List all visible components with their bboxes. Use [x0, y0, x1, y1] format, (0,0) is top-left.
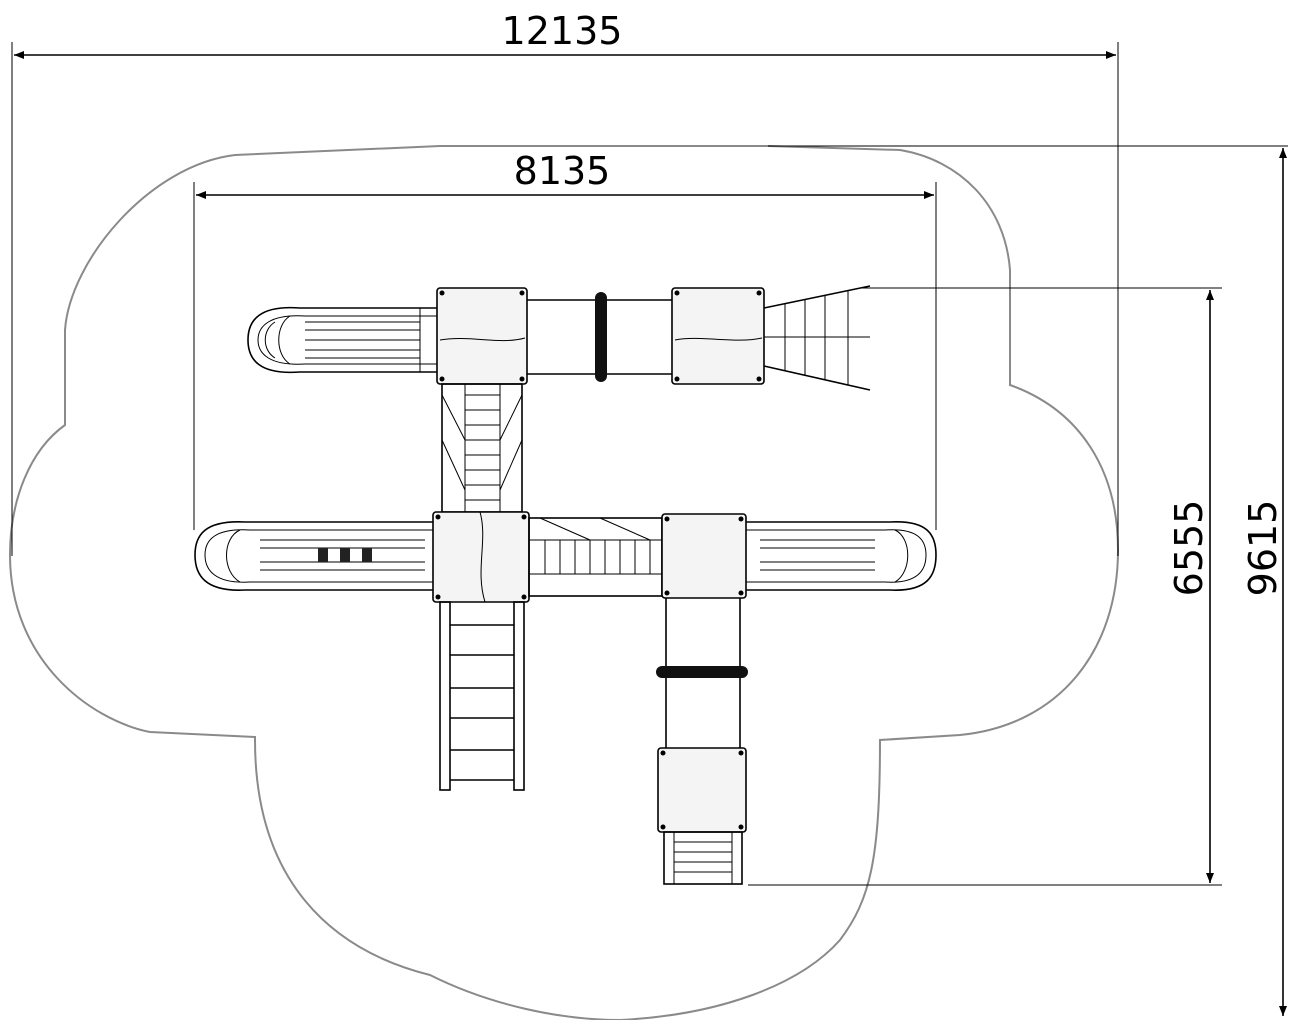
deck-middle-left [432, 511, 530, 603]
deck-lower [657, 747, 747, 833]
upper-vertical-climber [441, 383, 523, 513]
safety-zone-outline [8, 145, 1120, 1020]
middle-horizontal-climber [528, 517, 663, 597]
structure-width-label: 8135 [514, 149, 611, 193]
deck-upper-left [436, 287, 528, 385]
dimension-overall-depth: 9615 [768, 145, 1288, 1016]
lower-left-ladder [439, 601, 525, 791]
middle-right-slide [746, 521, 937, 591]
dimension-structure-width: 8135 [193, 149, 937, 530]
bottom-steps [663, 831, 743, 885]
overall-width-label: 12135 [502, 9, 623, 53]
overall-depth-label: 9615 [1241, 500, 1285, 597]
dimension-overall-width: 12135 [11, 9, 1119, 556]
upper-right-net-ladder [763, 285, 871, 391]
dimension-structure-depth: 6555 [748, 287, 1222, 886]
deck-upper-right [671, 287, 765, 385]
deck-middle-right [661, 513, 747, 599]
upper-tunnel-bridge [527, 292, 672, 382]
upper-left-slide [247, 306, 437, 374]
lower-tunnel-bridge [656, 598, 748, 748]
middle-left-slide [194, 521, 433, 591]
structure-depth-label: 6555 [1167, 500, 1211, 597]
